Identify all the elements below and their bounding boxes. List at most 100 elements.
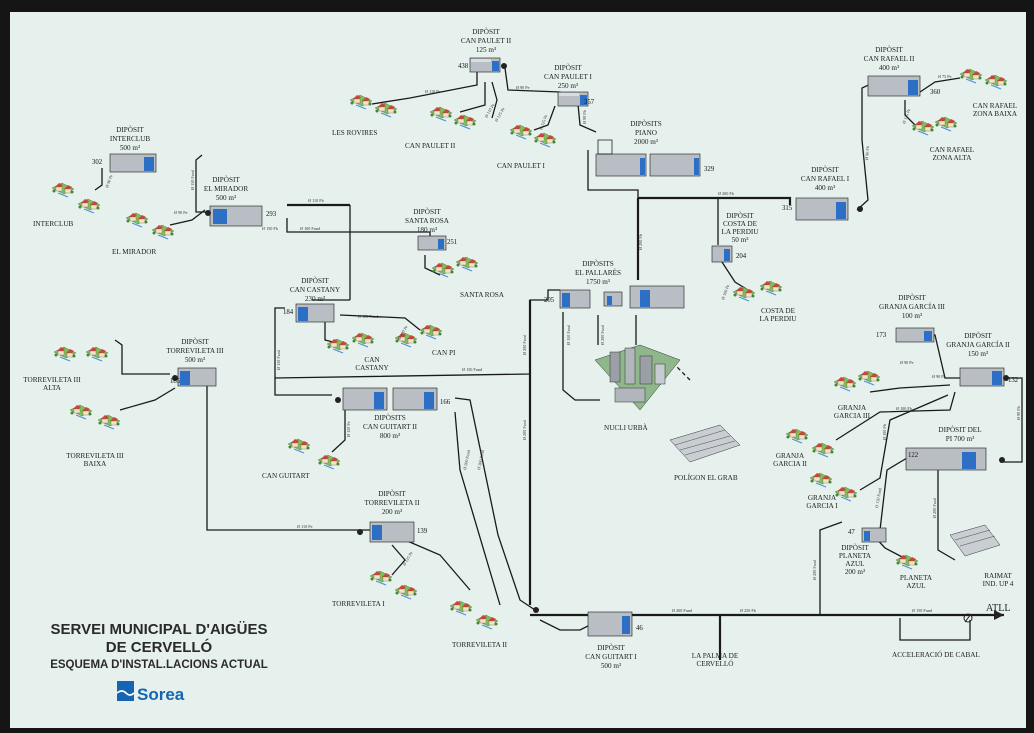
zone-castany-1: CAN <box>364 356 380 364</box>
tank-mirador-l2: EL MIRADOR <box>204 185 248 193</box>
tank-pi-l2: PI 700 m³ <box>946 435 975 443</box>
pipe-guitart2-zone <box>331 410 346 453</box>
zone-torre2: TORREVILETA II <box>452 641 508 649</box>
tank-torre3 <box>177 367 217 387</box>
brand-name: Sorea <box>137 685 185 704</box>
tank-mirador-elev: 293 <box>266 211 277 218</box>
pipe-label-29: Ø 200 Fund <box>932 497 937 518</box>
pipe-paulet1-zone <box>533 105 556 131</box>
tank-rafael2-elev: 360 <box>930 89 941 96</box>
zone-palma-1: LA PALMA DE <box>692 652 739 660</box>
pipe-label-23: Ø 100 Pe <box>720 284 730 300</box>
tank-interclub-l2: INTERCLUB <box>110 135 151 143</box>
tank-santarosa-l2: SANTA ROSA <box>405 217 450 225</box>
tank-garcia2-elev: 132 <box>1008 377 1019 384</box>
zone-costa-1: COSTA DE <box>761 307 796 315</box>
zone-nucli: NUCLI URBÀ <box>604 422 649 432</box>
title-block: SERVEI MUNICIPAL D'AIGÜES DE CERVELLÓ ES… <box>50 621 268 704</box>
zone-interclub: INTERCLUB <box>33 220 74 228</box>
nucli-urba-icon <box>594 344 681 411</box>
zones-layer <box>51 68 1008 630</box>
zone-garcia3-1: GRANJA <box>838 404 867 412</box>
zone-mirador: EL MIRADOR <box>112 248 156 256</box>
tank-santarosa-elev: 251 <box>447 239 457 246</box>
zone-atll: ATLL <box>986 603 1010 614</box>
pipe-pi-garcia2 <box>1000 377 1023 463</box>
tank-rafael2-l1: DIPÒSIT <box>875 44 903 54</box>
pipe-paulet2-zone2 <box>491 81 498 119</box>
pipe-label-5: Ø 125 Pe <box>538 114 548 130</box>
raimat-icon <box>949 524 1001 557</box>
pipe-label-28: Ø 90 Pe <box>932 374 946 379</box>
tank-mirador-l1: DIPÒSIT <box>212 174 240 184</box>
tank-mirador-l3: 500 m³ <box>216 194 237 202</box>
zone-paulet1: CAN PAULET I <box>497 162 546 170</box>
pipe-interclub-zone <box>94 168 103 191</box>
pipe-label-27: Ø 100 Fb <box>882 424 887 440</box>
pipe-label-16: Ø 200 Fb <box>638 234 643 250</box>
zone-costa-2: LA PERDIU <box>760 315 798 323</box>
tank-guitart2-l2: CAN GUITART II <box>363 423 418 431</box>
tank-torre3-l1: DIPÒSIT <box>181 336 209 346</box>
zone-garcia2-2: GARCIA II <box>773 460 807 468</box>
pipe-label-11: Ø 110 Fb <box>308 198 324 203</box>
tank-torre2-l3: 200 m³ <box>382 508 403 516</box>
pipe-main-planeta <box>819 521 843 615</box>
pipe-label-37: Ø 200 Fund <box>462 449 471 470</box>
tank-planeta <box>861 527 887 543</box>
pipe-santarosa-zone <box>424 255 441 276</box>
title-line-2: DE CERVELLÓ <box>106 638 213 656</box>
tank-rafael1-l2: CAN RAFAEL I <box>801 175 850 183</box>
tank-guitart1-elev: 46 <box>636 625 643 632</box>
tank-costa-l4: 50 m³ <box>732 236 750 244</box>
tank-torre2 <box>369 521 415 543</box>
tank-costa-elev: 204 <box>736 253 747 260</box>
tank-castany <box>295 303 335 323</box>
tank-costa-l1: DIPÒSIT <box>726 210 754 220</box>
tank-guitart1 <box>587 611 633 637</box>
pump-symbols <box>172 63 1009 623</box>
pipe-paulet1-piano <box>577 103 597 133</box>
pipe-guitart2-in <box>274 378 332 396</box>
tank-garcia3-elev: 173 <box>876 332 887 339</box>
tank-pallares-l1: DIPÒSITS <box>582 258 614 268</box>
tank-garcia3 <box>895 327 935 343</box>
pipe-label-24: Ø 90 Pe <box>900 360 914 365</box>
tank-torre2-elev: 139 <box>417 528 428 535</box>
zone-castany-2: CASTANY <box>355 364 389 372</box>
zone-garcia3-2: GARCIA III <box>834 412 871 420</box>
tank-pallares-l2: EL PALLARÈS <box>575 267 621 277</box>
tank-torre3-elev: 185 <box>170 378 181 385</box>
zone-rafaelbaixa-2: ZONA BAIXA <box>973 110 1018 118</box>
pipe-guitart2-guitart1 <box>454 397 536 611</box>
pipe-rafael1-rafael2 <box>856 81 876 211</box>
pipe-paulet2-rovires <box>371 70 478 105</box>
pipe-label-39: Ø 150 Fund <box>276 349 281 370</box>
tank-planeta-l1: DIPÒSIT <box>841 542 869 552</box>
pipe-label-26: Ø 100 Fb <box>896 406 912 411</box>
tank-paulet2-elev: 438 <box>458 63 469 70</box>
tank-guitart1-l2: CAN GUITART I <box>585 653 637 661</box>
tank-garcia2-l2: GRANJA GARCÍA II <box>946 339 1010 349</box>
pipe-label-20: Ø 200 Fund <box>522 334 527 355</box>
pipe-label-40: Ø 150 Pe <box>346 421 351 437</box>
tank-piano <box>595 139 701 177</box>
zone-raimat-1: RAIMAT <box>984 572 1012 580</box>
tank-castany-l1: DIPÒSIT <box>301 275 329 285</box>
tank-santarosa-l3: 180 m³ <box>417 226 438 234</box>
tank-interclub-l3: 500 m³ <box>120 144 141 152</box>
tank-guitart2-elev: 166 <box>440 399 451 406</box>
tank-paulet2-l3: 125 m³ <box>476 46 497 54</box>
tank-costa-l2: COSTA DE <box>723 220 758 228</box>
tank-torre2-l1: DIPÒSIT <box>378 488 406 498</box>
sorea-logo-icon <box>116 681 135 701</box>
pipe-label-32: Ø 200 Fund <box>672 608 693 613</box>
poligon-icon <box>669 424 741 463</box>
zone-rafaelalta-2: ZONA ALTA <box>933 154 973 162</box>
pipe-label-1: Ø 110 Pe <box>425 89 441 94</box>
tank-paulet1-elev: 357 <box>584 99 595 106</box>
pipe-mirador-zone <box>169 209 206 226</box>
pipe-planeta-pi <box>879 454 913 531</box>
pipe-label-2: Ø 90 Pe <box>516 85 530 90</box>
pipe-rafael2-alta <box>904 100 916 126</box>
